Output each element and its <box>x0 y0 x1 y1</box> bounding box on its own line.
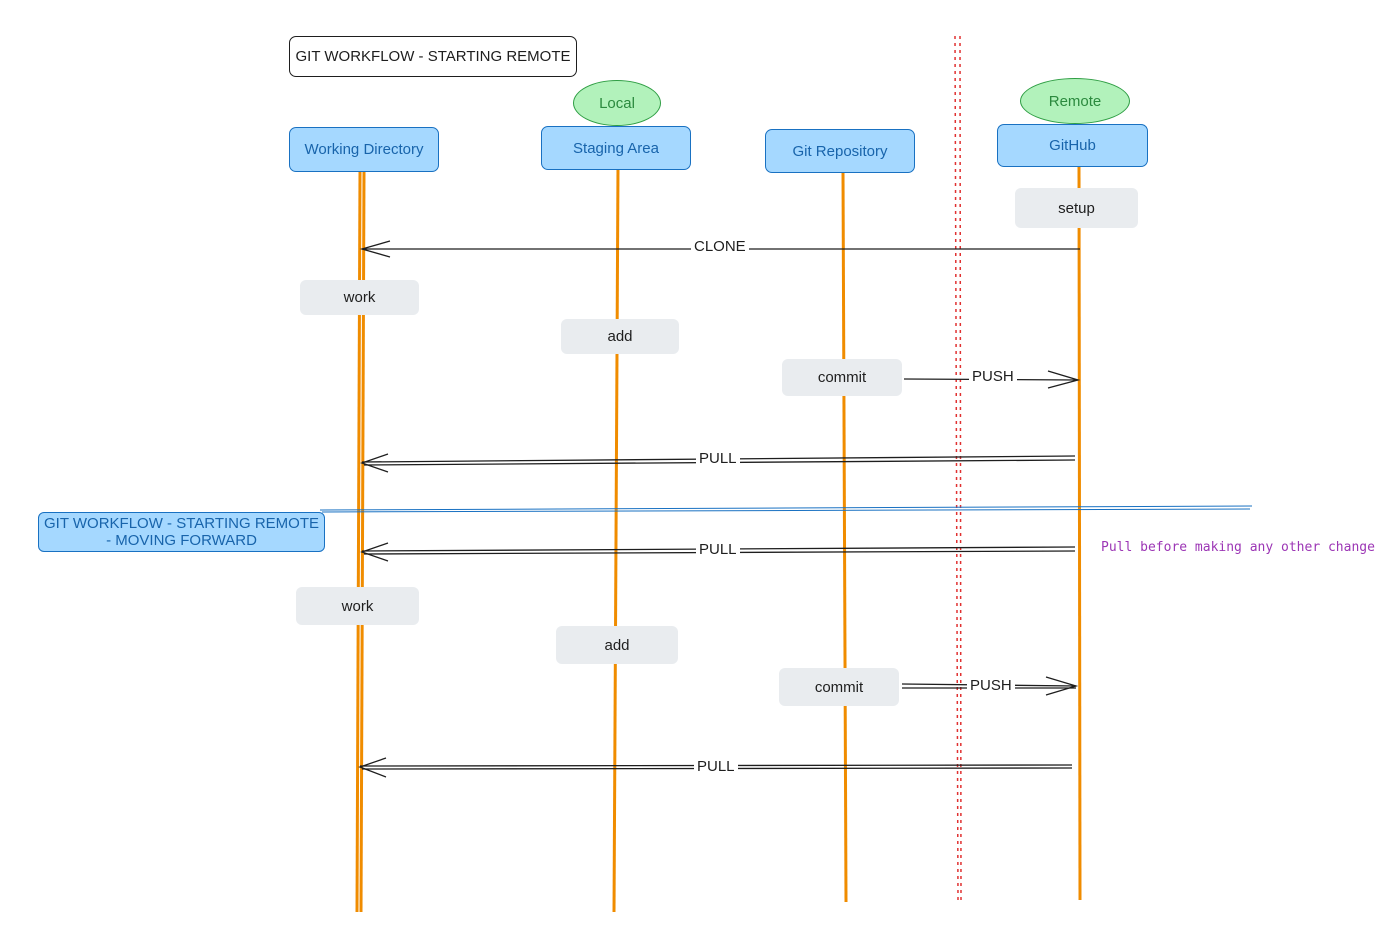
action-commit: commit <box>782 359 902 396</box>
section-title: GIT WORKFLOW - STARTING REMOTE - MOVING … <box>38 512 325 552</box>
lane-staging-area: Staging Area <box>541 126 691 170</box>
pull-arrowhead-3 <box>358 757 387 778</box>
action-setup: setup <box>1015 188 1138 228</box>
pull-label: PULL <box>696 450 740 468</box>
pull-arrowhead-1 <box>360 453 389 473</box>
local-remote-boundary <box>954 35 962 901</box>
push-arrowhead-1 <box>1047 370 1081 389</box>
pull-label: PULL <box>694 758 738 776</box>
lifeline-github <box>1077 165 1082 901</box>
lane-working-directory: Working Directory <box>289 127 439 172</box>
local-group-label: Local <box>573 80 661 126</box>
push-arrowhead-2 <box>1045 676 1079 696</box>
annotation-note: Pull before making any other change <box>1101 540 1375 555</box>
action-work: work <box>296 587 419 625</box>
clone-arrowhead <box>359 240 391 258</box>
push-label: PUSH <box>967 677 1015 695</box>
action-work: work <box>300 280 419 315</box>
clone-label: CLONE <box>691 238 749 256</box>
pull-label: PULL <box>696 541 740 559</box>
action-add: add <box>556 626 678 664</box>
lifeline-staging-area <box>612 165 620 913</box>
pull-arrowhead-2 <box>360 542 389 562</box>
action-add: add <box>561 319 679 354</box>
lane-git-repository: Git Repository <box>765 129 915 173</box>
push-label: PUSH <box>969 368 1017 386</box>
lifeline-git-repository <box>841 171 848 903</box>
lane-github: GitHub <box>997 124 1148 167</box>
action-commit: commit <box>779 668 899 706</box>
remote-group-label: Remote <box>1020 78 1130 124</box>
lifelines <box>355 165 1082 913</box>
diagram-title: GIT WORKFLOW - STARTING REMOTE <box>289 36 577 77</box>
section-separator <box>319 505 1253 513</box>
